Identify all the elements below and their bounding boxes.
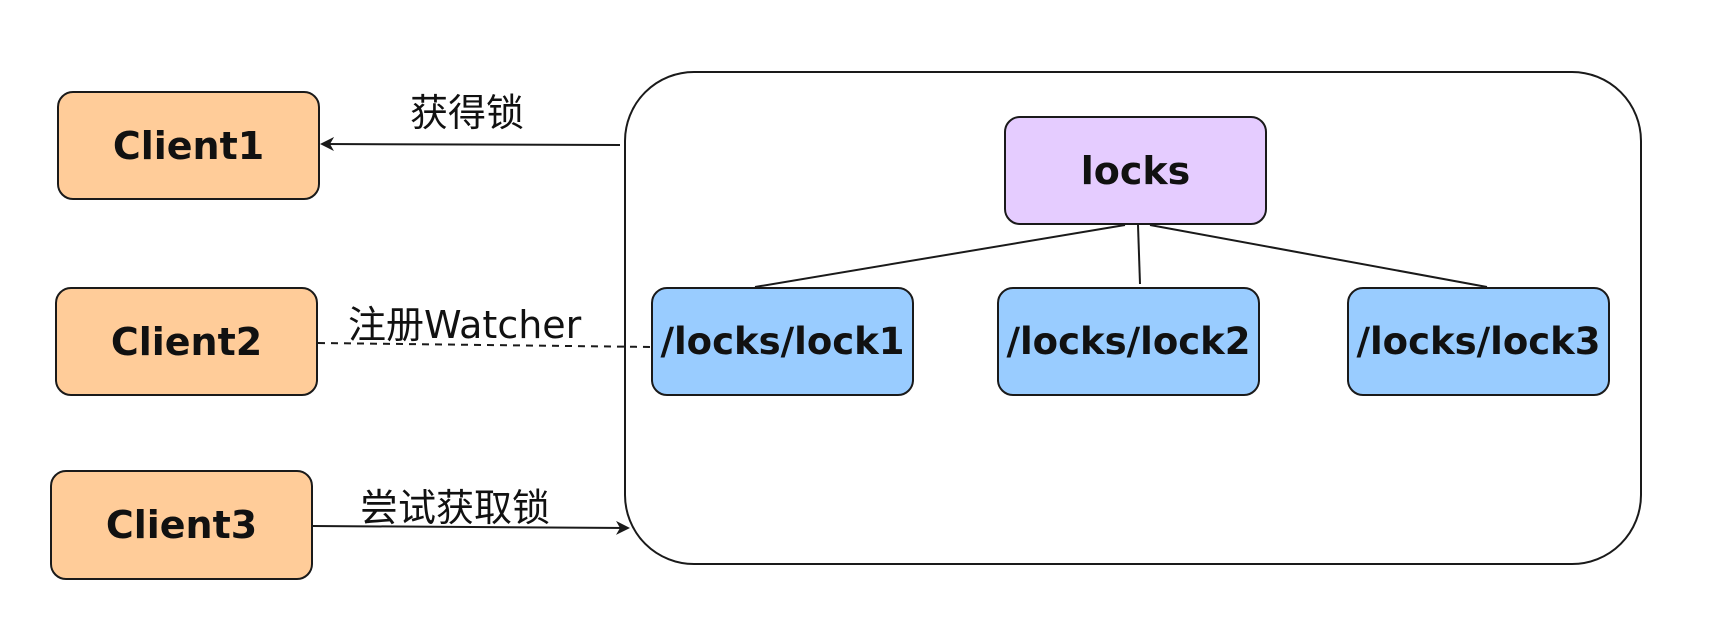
tree-edge-locks-lock3 [1149, 224, 1488, 288]
client3-label: Client3 [105, 503, 258, 547]
locks-root-label: locks [1080, 148, 1191, 193]
edge-acquired-lock-label: 获得锁 [410, 91, 525, 135]
client1-label: Client1 [112, 123, 265, 168]
lock1-label: /locks/lock1 [660, 320, 905, 363]
client2-box: Client2 [55, 287, 318, 396]
tree-edge-locks-lock1 [754, 224, 1126, 288]
client1-box: Client1 [57, 91, 320, 200]
edge-register-watcher-dashed [317, 342, 653, 348]
edge-acquired-lock-arrow [320, 137, 621, 152]
client3-box: Client3 [50, 470, 313, 580]
lock3-node: /locks/lock3 [1347, 287, 1610, 396]
lock3-label: /locks/lock3 [1356, 320, 1601, 363]
tree-edge-locks-lock2 [1137, 224, 1141, 285]
edge-try-acquire-arrow [312, 520, 630, 535]
edge-try-acquire-label: 尝试获取锁 [360, 486, 551, 530]
lock2-label: /locks/lock2 [1006, 320, 1251, 363]
zookeeper-container [624, 71, 1642, 565]
lock1-node: /locks/lock1 [651, 287, 914, 396]
client2-label: Client2 [110, 319, 263, 364]
edge-register-watcher-label: 注册Watcher [348, 303, 582, 347]
locks-root-node: locks [1004, 116, 1267, 225]
lock2-node: /locks/lock2 [997, 287, 1260, 396]
